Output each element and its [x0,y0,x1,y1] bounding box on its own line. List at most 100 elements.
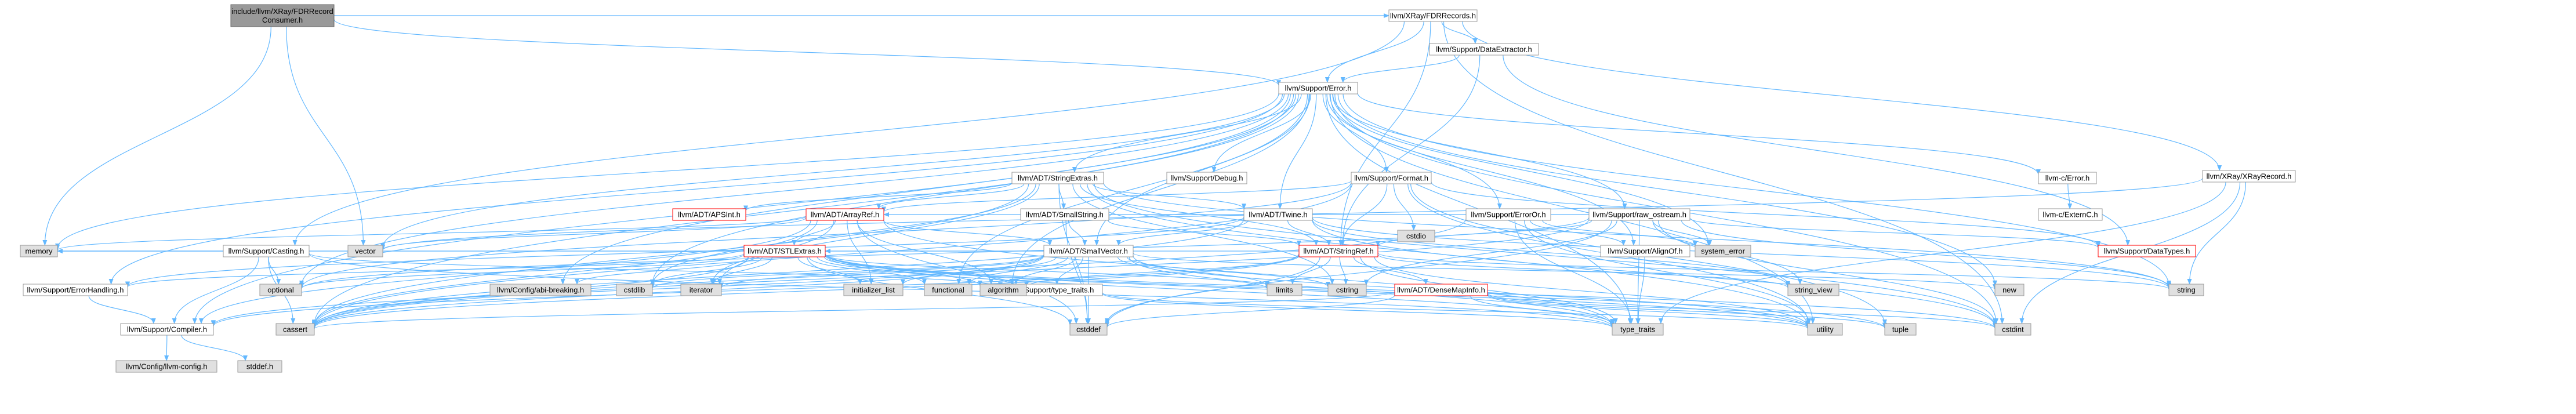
node-label: llvm/Support/Compiler.h [127,325,207,334]
edge-smallvector-to-algorithm [1013,256,1076,285]
edge-casting-to-compiler [172,256,259,324]
node-label: llvm-c/ExternC.h [2042,210,2098,219]
node-label: llvm/Support/Casting.h [228,247,304,256]
node-vector[interactable]: vector [347,245,383,257]
edge-format-to-cstdio [1393,183,1416,231]
node-abibreaking[interactable]: llvm/Config/abi-breaking.h [489,284,592,296]
node-fdrrecords[interactable]: llvm/XRay/FDRRecords.h [1388,9,1478,22]
node-dataextractor[interactable]: llvm/Support/DataExtractor.h [1429,43,1539,56]
node-label: stddef.h [246,362,273,371]
node-densemapinfo[interactable]: llvm/ADT/DenseMapInfo.h [1394,284,1488,296]
node-box [843,284,904,296]
node-label: llvm/Support/Format.h [1354,174,1428,183]
node-box [120,323,214,336]
node-label: iterator [690,286,713,295]
node-error[interactable]: llvm/Support/Error.h [1278,82,1358,95]
edge-smallstring-to-smallvector [1068,220,1087,246]
node-system_error[interactable]: system_error [1695,245,1751,257]
edge-smallvector-to-functional [967,256,1068,285]
node-limits[interactable]: limits [1267,284,1302,296]
node-string_view[interactable]: string_view [1787,284,1840,296]
node-cstddef[interactable]: cstddef [1069,323,1108,336]
node-compiler[interactable]: llvm/Support/Compiler.h [120,323,214,336]
edge-stringref-to-cassert [312,253,1300,329]
node-box [237,360,282,373]
edge-stringref-to-string [1377,252,2171,290]
node-cassert[interactable]: cassert [275,323,315,336]
node-format[interactable]: llvm/Support/Format.h [1351,172,1432,184]
edge-stringextras-to-cassert [312,183,1029,326]
edge-error-to-twine [1278,93,1317,209]
node-stringref[interactable]: llvm/ADT/StringRef.h [1298,245,1378,257]
node-cexternc[interactable]: llvm-c/ExternC.h [2038,208,2103,221]
edge-error-to-debug [1211,93,1312,173]
node-datatypes[interactable]: llvm/Support/DataTypes.h [2098,245,2196,257]
edge-erroror-to-type_traits [1514,220,1634,324]
node-box [1465,208,1551,221]
node-cstring[interactable]: cstring [1327,284,1367,296]
node-erroror[interactable]: llvm/Support/ErrorOr.h [1465,208,1551,221]
node-stddefh[interactable]: stddef.h [237,360,282,373]
node-cstdlib[interactable]: cstdlib [616,284,653,296]
node-cstdint[interactable]: cstdint [1994,323,2031,336]
node-casting[interactable]: llvm/Support/Casting.h [223,245,310,257]
node-debug[interactable]: llvm/Support/Debug.h [1166,172,1247,184]
node-box [1166,172,1247,184]
node-new[interactable]: new [1994,284,2024,296]
edge-erroror-to-system_error [1542,220,1697,247]
edge-rawostream-to-datatypes [1689,217,2100,248]
edge-arrayref-to-algorithm [857,220,993,285]
edge-cerror-to-cexternc [2067,183,2073,209]
edge-stringref-to-utility [1374,256,1810,328]
edge-twine-to-cassert [312,218,1245,328]
node-arrayref[interactable]: llvm/ADT/ArrayRef.h [806,208,884,221]
node-rawostream[interactable]: llvm/Support/raw_ostream.h [1588,208,1690,221]
node-box [1612,323,1664,336]
node-type_traits[interactable]: type_traits [1612,323,1664,336]
node-llvmconfig[interactable]: llvm/Config/llvm-config.h [115,360,217,373]
node-box [275,323,315,336]
node-label: system_error [1701,247,1746,256]
edge-smallvector-to-cstring [1126,256,1330,288]
node-xrayrecord[interactable]: llvm/XRay/XRayRecord.h [2202,170,2296,183]
node-smallstring[interactable]: llvm/ADT/SmallString.h [1020,208,1109,221]
node-stlextras[interactable]: llvm/ADT/STLExtras.h [743,245,826,257]
node-functional[interactable]: functional [924,284,973,296]
node-twine[interactable]: llvm/ADT/Twine.h [1243,208,1313,221]
node-algorithm[interactable]: algorithm [979,284,1027,296]
edge-stringextras-to-string [1103,182,2171,289]
node-errorhandling[interactable]: llvm/Support/ErrorHandling.h [23,284,128,296]
node-alignof[interactable]: llvm/Support/AlignOf.h [1600,245,1690,257]
edge-erroror-to-cassert [312,218,1467,328]
edge-stlextras-to-typetraits [824,256,1014,285]
node-cstdio[interactable]: cstdio [1397,230,1435,242]
node-label: llvm/Support/ErrorOr.h [1471,210,1545,219]
node-box [223,245,310,257]
node-box [2038,208,2103,221]
edge-error-to-errorhandling [108,93,1283,285]
node-label: new [2002,286,2016,295]
edge-typetraits-to-utility [1102,292,1810,329]
node-initializer_list[interactable]: initializer_list [843,284,904,296]
edge-erroror-to-utility [1523,220,1812,324]
edge-smallvector-to-initializer_list [901,256,1057,285]
node-label: llvm-c/Error.h [2045,174,2090,183]
node-optional[interactable]: optional [259,284,302,296]
node-box [230,4,335,27]
node-tuple[interactable]: tuple [1884,323,1917,336]
node-iterator[interactable]: iterator [680,284,722,296]
node-box [1388,9,1478,22]
node-smallvector[interactable]: llvm/ADT/SmallVector.h [1043,245,1134,257]
node-utility[interactable]: utility [1807,323,1843,336]
node-apsint[interactable]: llvm/ADT/APSInt.h [672,208,746,221]
node-cerror[interactable]: llvm-c/Error.h [2038,172,2097,184]
node-box [1884,323,1917,336]
node-box [1351,172,1432,184]
node-string[interactable]: string [2168,284,2204,296]
node-box [806,208,884,221]
node-memory[interactable]: memory [20,245,58,257]
node-stringextras[interactable]: llvm/ADT/StringExtras.h [1011,172,1104,184]
edge-error-to-smallvector [1094,93,1311,246]
edge-error-to-format [1322,93,1389,173]
